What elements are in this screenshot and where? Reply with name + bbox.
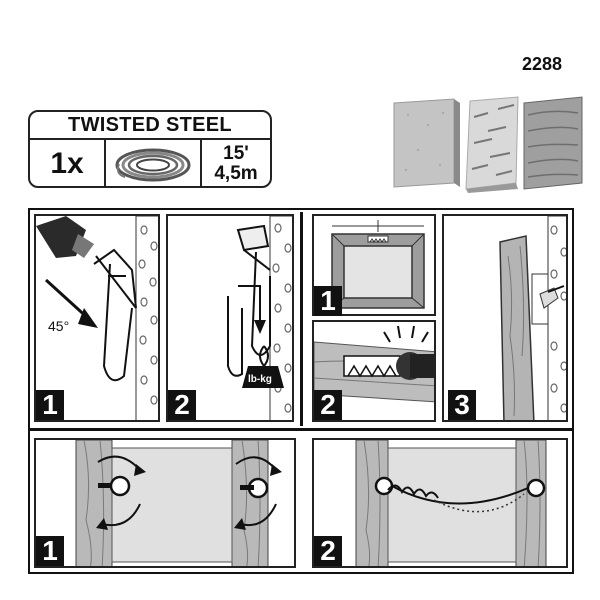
panel-hook-weight: lb-kg — [166, 214, 294, 422]
spec-title: TWISTED STEEL — [30, 112, 270, 140]
panel-wire-attach — [312, 438, 568, 568]
wood-sample-icon — [523, 96, 583, 190]
divider-horizontal — [30, 428, 572, 431]
length-metric: 4,5m — [214, 163, 258, 184]
angle-label: 45° — [48, 318, 70, 334]
step-number: 2 — [168, 390, 196, 420]
divider-vertical — [300, 212, 303, 426]
wire-coil-icon — [106, 140, 202, 186]
step-number: 1 — [314, 286, 342, 316]
spec-box: TWISTED STEEL 1x 15' 4,5m — [28, 110, 272, 188]
spec-quantity: 1x — [30, 140, 106, 186]
plaster-sample-icon — [393, 98, 460, 188]
step-number: 2 — [314, 536, 342, 566]
spec-length: 15' 4,5m — [202, 140, 270, 186]
step-number: 3 — [448, 390, 476, 420]
material-samples — [388, 95, 588, 200]
instructions-frame — [28, 208, 574, 574]
length-imperial: 15' — [223, 143, 249, 164]
wallboard-sample-icon — [465, 96, 519, 193]
weight-label: lb-kg — [248, 374, 272, 385]
spec-row: 1x 15' 4,5m — [30, 140, 270, 186]
step-number: 2 — [314, 390, 342, 420]
step-number: 1 — [36, 390, 64, 420]
panel-hanger-nail — [312, 320, 436, 422]
panel-frame-wall — [442, 214, 568, 422]
panel-screw-eyes — [34, 438, 296, 568]
step-number: 1 — [36, 536, 64, 566]
panel-hook-insert: 45° — [34, 214, 160, 422]
product-code: 2288 — [522, 54, 563, 74]
